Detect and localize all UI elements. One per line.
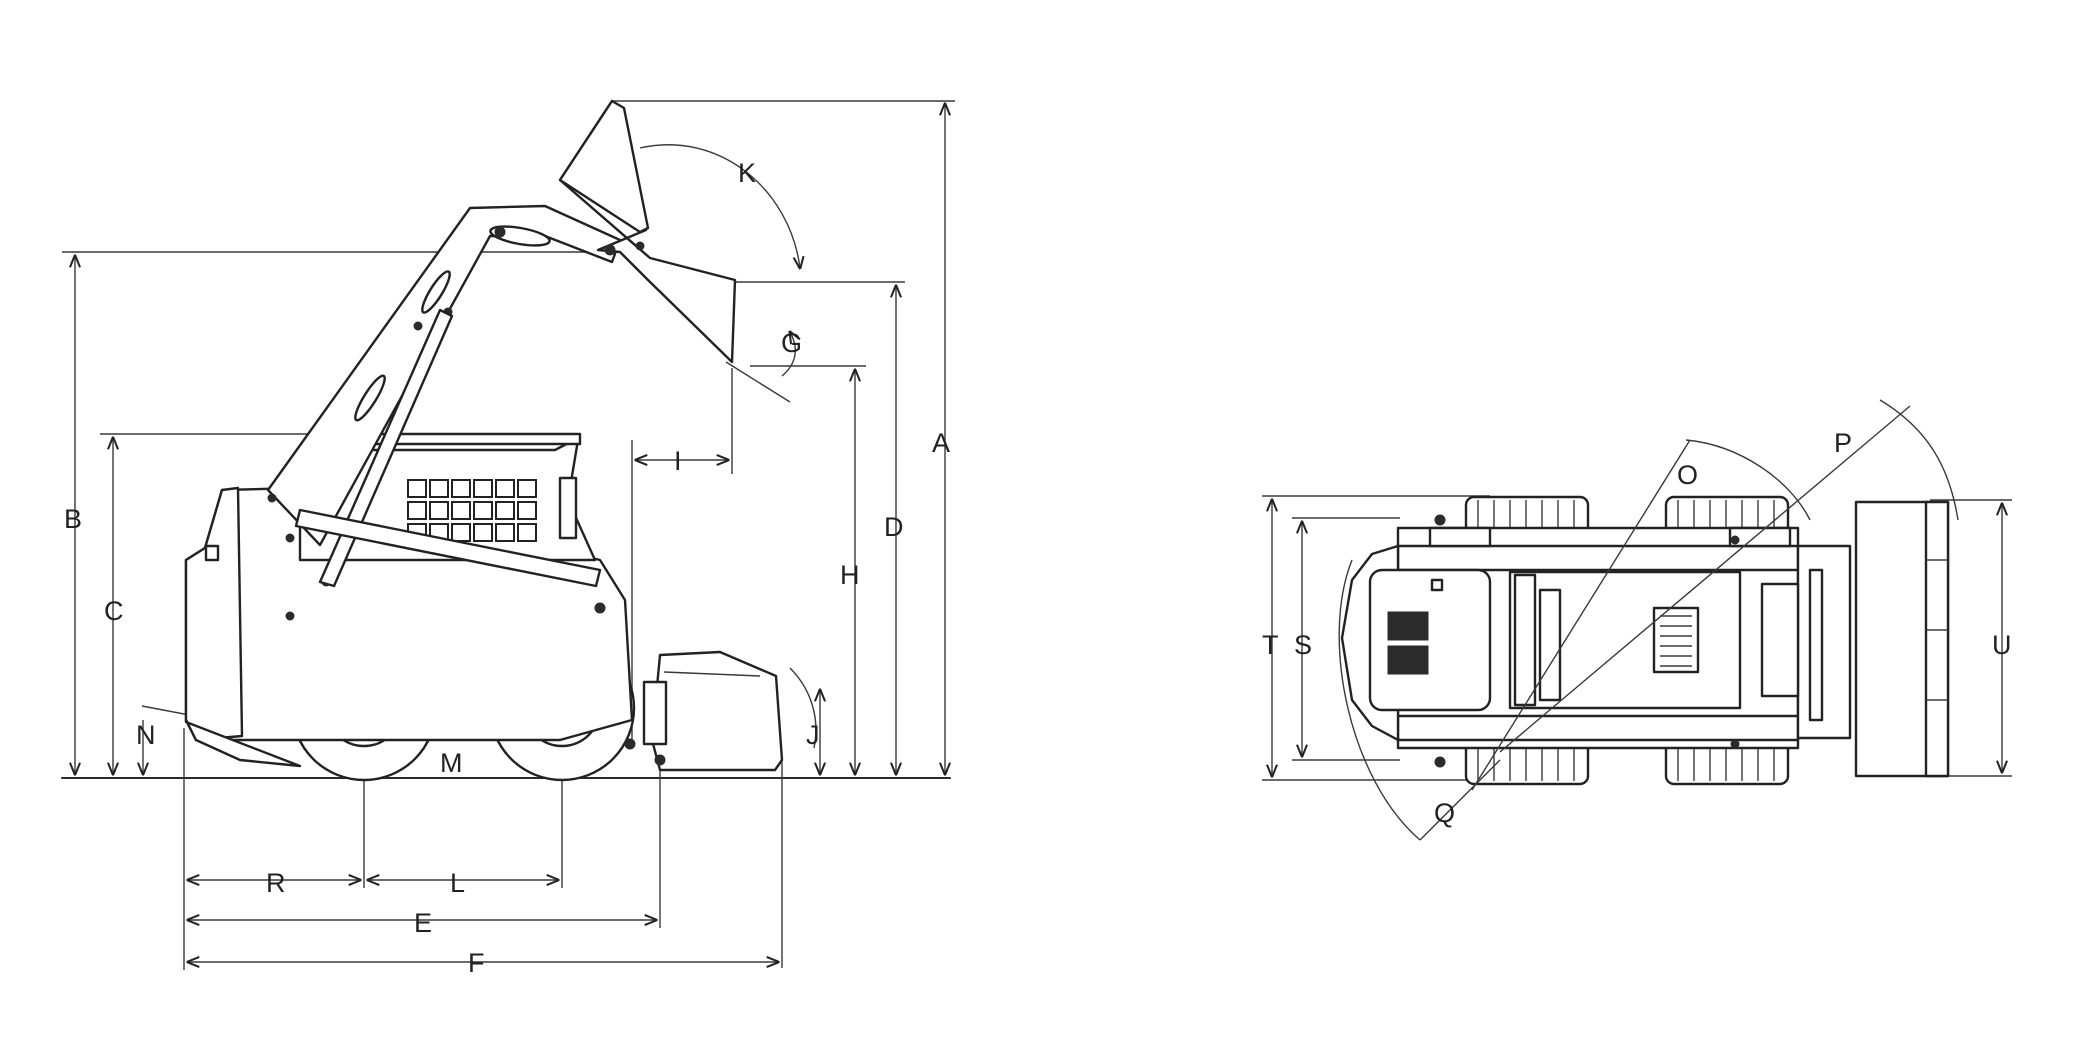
top-cab-grille bbox=[1652, 606, 1700, 674]
label-d: D bbox=[884, 512, 904, 542]
label-h: H bbox=[840, 560, 860, 590]
vertical-dimensions bbox=[75, 104, 945, 774]
label-i: I bbox=[674, 446, 682, 476]
diagonal-o-line bbox=[1471, 439, 1691, 791]
label-m: M bbox=[440, 748, 463, 778]
label-b: B bbox=[64, 504, 82, 534]
angle-j-arc bbox=[789, 667, 817, 749]
label-s: S bbox=[1294, 630, 1312, 660]
label-q: Q bbox=[1434, 798, 1455, 828]
label-f: F bbox=[468, 948, 485, 978]
top-view: O P Q S T U bbox=[1262, 399, 2012, 841]
arc-o bbox=[1685, 439, 1811, 521]
label-a: A bbox=[932, 428, 950, 458]
label-n: N bbox=[136, 720, 156, 750]
lowered-bucket bbox=[650, 650, 784, 772]
arc-q bbox=[1338, 559, 1421, 841]
tilt-cylinder bbox=[294, 508, 602, 588]
diagonal-p-line bbox=[1499, 405, 1911, 753]
top-view-labels: O P Q S T U bbox=[1262, 428, 2012, 828]
label-u: U bbox=[1992, 630, 2012, 660]
angle-g-ref-line bbox=[725, 361, 791, 403]
label-j: J bbox=[806, 720, 820, 750]
angle-k-arc bbox=[639, 144, 800, 268]
arc-p bbox=[1879, 399, 1959, 521]
top-quick-attach bbox=[1796, 544, 1852, 740]
horizontal-dimensions bbox=[188, 460, 778, 962]
label-p: P bbox=[1834, 428, 1852, 458]
lift-cylinder bbox=[318, 308, 454, 588]
extension-lines bbox=[62, 100, 955, 970]
label-r: R bbox=[266, 868, 286, 898]
label-l: L bbox=[450, 868, 465, 898]
side-view: A B C D E F G H I J K L M N R bbox=[61, 99, 955, 978]
top-engine-grille bbox=[1387, 578, 1444, 675]
angle-g-arc bbox=[781, 332, 795, 377]
rear-engine-housing bbox=[184, 486, 244, 742]
label-o: O bbox=[1677, 460, 1698, 490]
label-c: C bbox=[104, 596, 124, 626]
lift-arm bbox=[266, 204, 622, 547]
label-g: G bbox=[781, 328, 802, 358]
side-view-labels: A B C D E F G H I J K L M N R bbox=[64, 158, 950, 978]
label-e: E bbox=[414, 908, 432, 938]
label-t: T bbox=[1262, 630, 1279, 660]
cab-door-handle bbox=[558, 476, 578, 540]
label-k: K bbox=[738, 158, 756, 188]
